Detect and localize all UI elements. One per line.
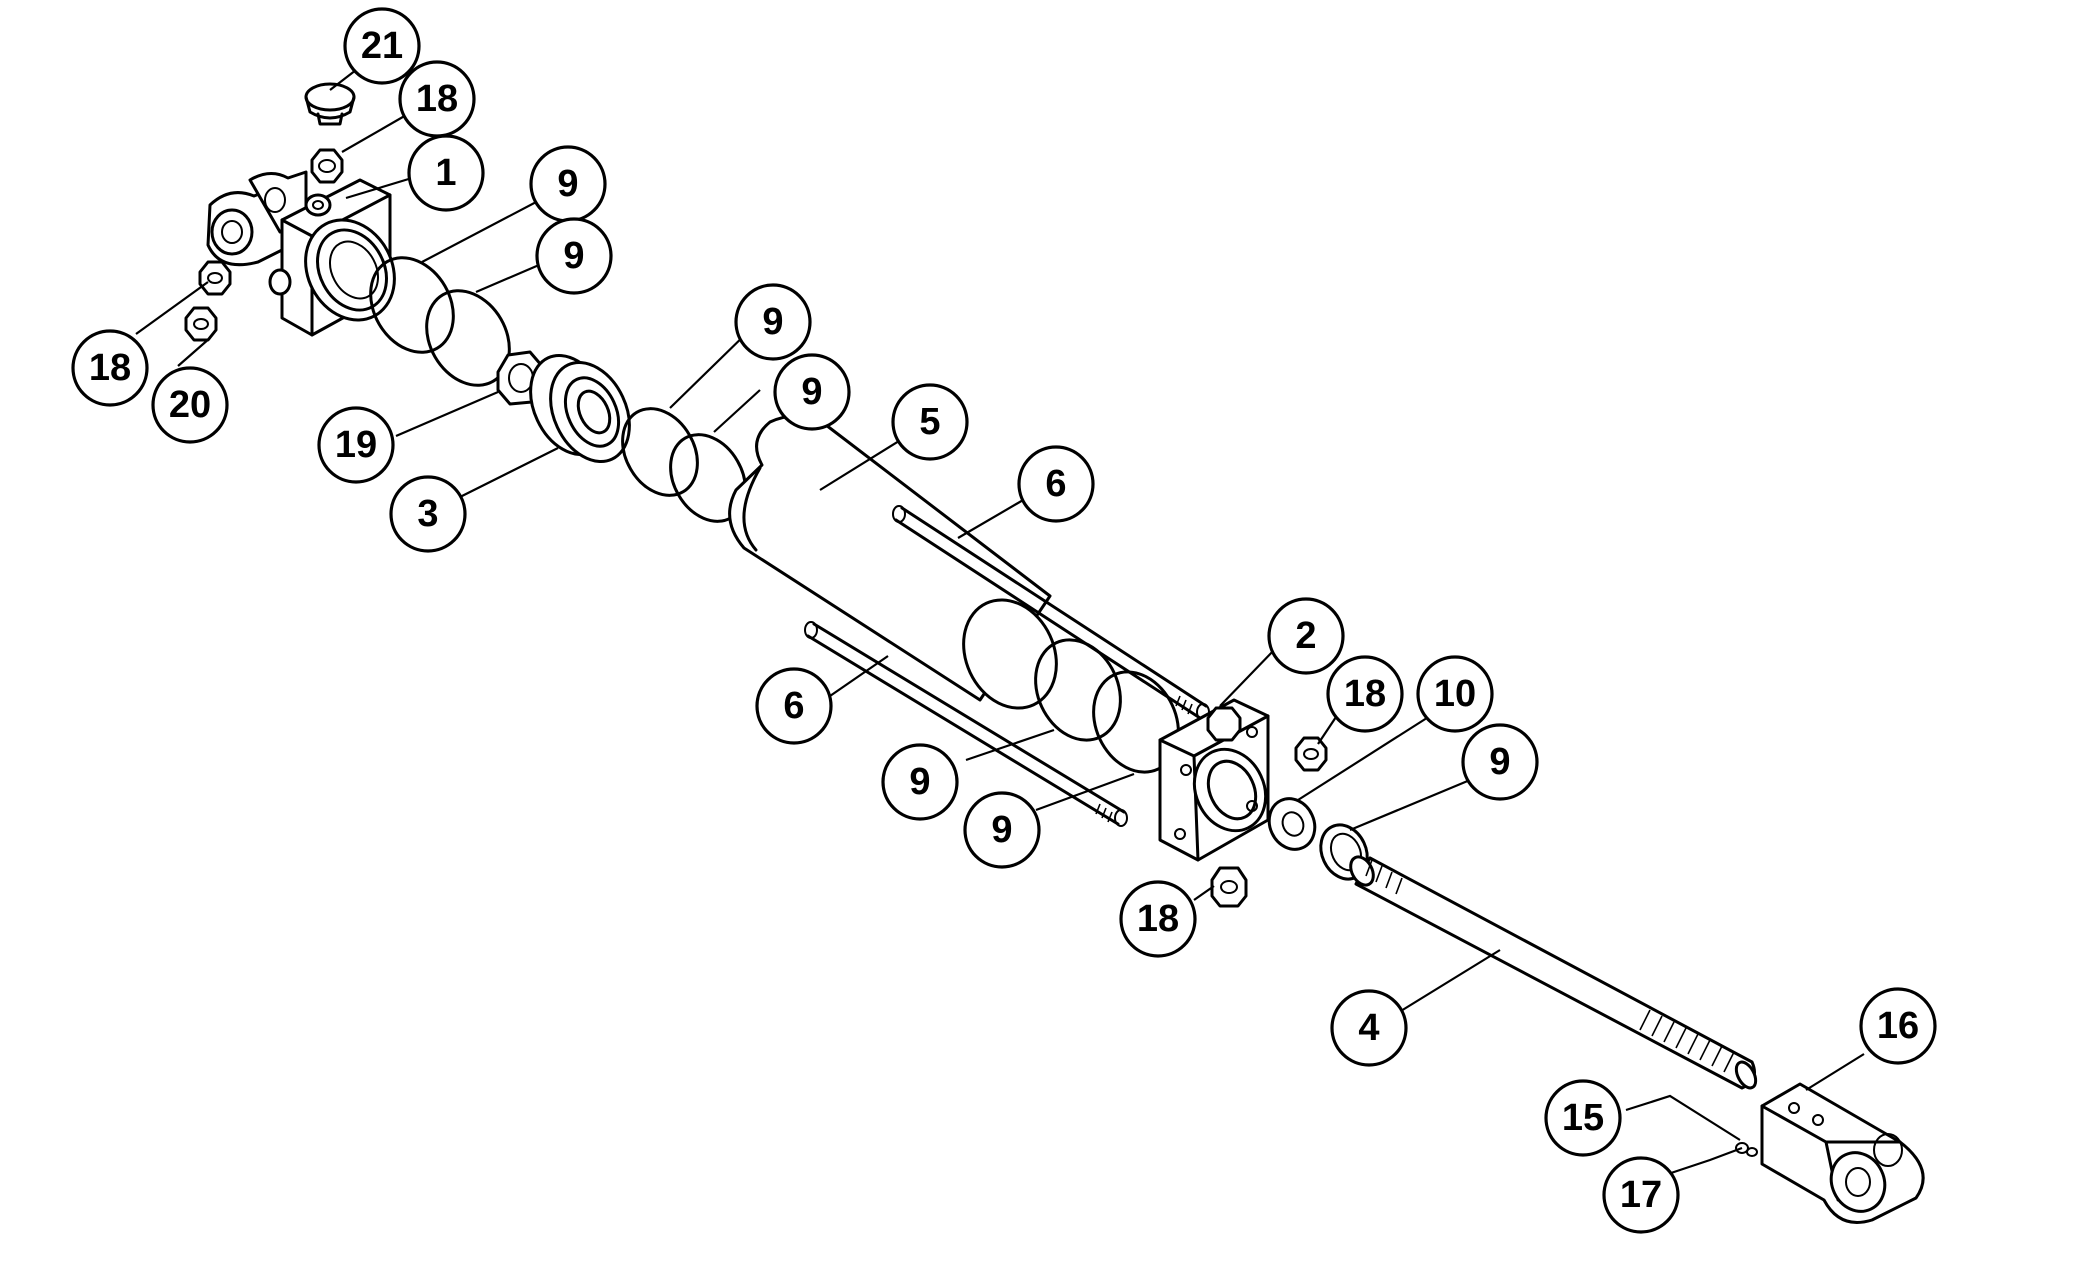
callout-21: 21 bbox=[343, 7, 421, 85]
svg-text:17: 17 bbox=[1620, 1174, 1662, 1216]
callout-16: 16 bbox=[1859, 987, 1937, 1065]
callout-6: 6 bbox=[1017, 445, 1095, 523]
callout-2: 2 bbox=[1267, 597, 1345, 675]
callout-5: 5 bbox=[891, 383, 969, 461]
callout-9: 9 bbox=[529, 145, 607, 223]
svg-text:1: 1 bbox=[435, 152, 456, 194]
callout-9: 9 bbox=[1461, 723, 1539, 801]
part-20-nut bbox=[184, 306, 218, 342]
callout-6: 6 bbox=[755, 667, 833, 745]
svg-text:18: 18 bbox=[89, 347, 131, 389]
svg-text:5: 5 bbox=[919, 401, 940, 443]
part-18-nut-left bbox=[198, 260, 232, 296]
callout-9: 9 bbox=[963, 791, 1041, 869]
callout-4: 4 bbox=[1330, 989, 1408, 1067]
svg-text:19: 19 bbox=[335, 424, 377, 466]
svg-text:3: 3 bbox=[417, 493, 438, 535]
svg-text:18: 18 bbox=[1344, 673, 1386, 715]
callout-20: 20 bbox=[151, 366, 229, 444]
svg-text:9: 9 bbox=[557, 163, 578, 205]
leader-lines bbox=[135, 69, 1865, 1176]
svg-text:21: 21 bbox=[361, 25, 403, 67]
part-2-front-head bbox=[1158, 698, 1270, 862]
callout-1: 1 bbox=[407, 134, 485, 212]
part-16-rod-clevis bbox=[1760, 1082, 1925, 1224]
callout-9: 9 bbox=[734, 283, 812, 361]
svg-text:9: 9 bbox=[991, 809, 1012, 851]
svg-text:9: 9 bbox=[909, 761, 930, 803]
callout-9: 9 bbox=[535, 217, 613, 295]
svg-text:9: 9 bbox=[563, 235, 584, 277]
part-4-piston-rod bbox=[1349, 855, 1758, 1090]
svg-text:18: 18 bbox=[1137, 898, 1179, 940]
svg-text:10: 10 bbox=[1434, 673, 1476, 715]
callout-19: 19 bbox=[317, 406, 395, 484]
svg-text:2: 2 bbox=[1295, 615, 1316, 657]
part-18-nut-top bbox=[310, 148, 344, 184]
part-1-rear-head bbox=[206, 170, 396, 337]
svg-text:20: 20 bbox=[169, 384, 211, 426]
callout-9: 9 bbox=[881, 743, 959, 821]
svg-text:6: 6 bbox=[1045, 463, 1066, 505]
part-5-cylinder-tube bbox=[728, 414, 1058, 710]
svg-text:16: 16 bbox=[1877, 1005, 1919, 1047]
part-3-piston bbox=[529, 353, 631, 464]
svg-text:15: 15 bbox=[1562, 1097, 1604, 1139]
callout-18: 18 bbox=[1119, 880, 1197, 958]
callout-9: 9 bbox=[773, 353, 851, 431]
part-21-plug bbox=[304, 82, 356, 126]
svg-text:6: 6 bbox=[783, 685, 804, 727]
part-6-tie-rod-lower bbox=[804, 621, 1128, 827]
part-17-pin bbox=[1735, 1142, 1758, 1157]
callout-18: 18 bbox=[398, 60, 476, 138]
part-6-tie-rod-upper bbox=[892, 505, 1210, 721]
svg-text:4: 4 bbox=[1358, 1007, 1379, 1049]
part-9-oring-f bbox=[1092, 670, 1180, 774]
callout-15: 15 bbox=[1544, 1079, 1622, 1157]
part-10-wiper bbox=[1267, 797, 1317, 851]
callout-3: 3 bbox=[389, 475, 467, 553]
svg-text:9: 9 bbox=[762, 301, 783, 343]
callout-17: 17 bbox=[1602, 1156, 1680, 1234]
part-9-oring-b bbox=[425, 289, 511, 387]
svg-text:9: 9 bbox=[801, 371, 822, 413]
callout-10: 10 bbox=[1416, 655, 1494, 733]
callout-18: 18 bbox=[1326, 655, 1404, 733]
svg-text:18: 18 bbox=[416, 78, 458, 120]
part-9-oring-a bbox=[369, 256, 455, 354]
part-18-nut-front-lower bbox=[1210, 866, 1248, 908]
svg-text:9: 9 bbox=[1489, 741, 1510, 783]
part-18-nut-front-upper bbox=[1294, 736, 1328, 772]
callout-18: 18 bbox=[71, 329, 149, 407]
